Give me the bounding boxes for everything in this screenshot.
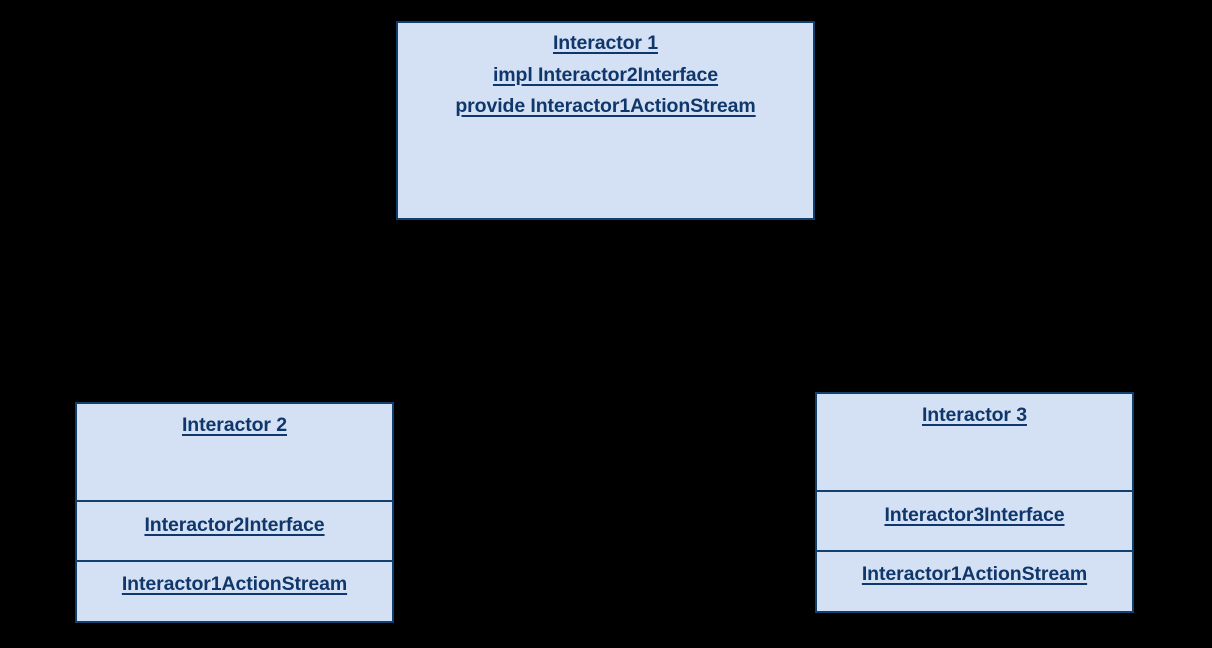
node-interactor-2-interface-compartment: Interactor2Interface xyxy=(77,500,392,560)
node-interactor-3-title: Interactor 3 xyxy=(921,404,1027,426)
node-interactor-1-title: Interactor 1 xyxy=(552,32,658,54)
node-interactor-1-body: Interactor 1 impl Interactor2Interface p… xyxy=(398,23,813,129)
node-interactor-2-stream-compartment: Interactor1ActionStream xyxy=(77,560,392,621)
node-interactor-3-interface-compartment: Interactor3Interface xyxy=(817,490,1132,550)
node-interactor-2[interactable]: Interactor 2 Interactor2Interface Intera… xyxy=(75,402,394,623)
node-interactor-3-stream-label: Interactor1ActionStream xyxy=(861,563,1088,585)
node-interactor-1[interactable]: Interactor 1 impl Interactor2Interface p… xyxy=(396,21,815,220)
node-interactor-2-stream-label: Interactor1ActionStream xyxy=(121,573,348,595)
node-interactor-1-impl-line: impl Interactor2Interface xyxy=(492,63,719,86)
node-interactor-3[interactable]: Interactor 3 Interactor3Interface Intera… xyxy=(815,392,1134,613)
node-interactor-2-interface-label: Interactor2Interface xyxy=(144,514,325,536)
node-interactor-2-title-compartment: Interactor 2 xyxy=(77,404,392,500)
node-interactor-1-provide-line: provide Interactor1ActionStream xyxy=(455,95,756,117)
node-interactor-2-title: Interactor 2 xyxy=(181,414,287,436)
node-interactor-3-interface-label: Interactor3Interface xyxy=(884,504,1065,526)
node-interactor-3-stream-compartment: Interactor1ActionStream xyxy=(817,550,1132,611)
node-interactor-3-title-compartment: Interactor 3 xyxy=(817,394,1132,490)
